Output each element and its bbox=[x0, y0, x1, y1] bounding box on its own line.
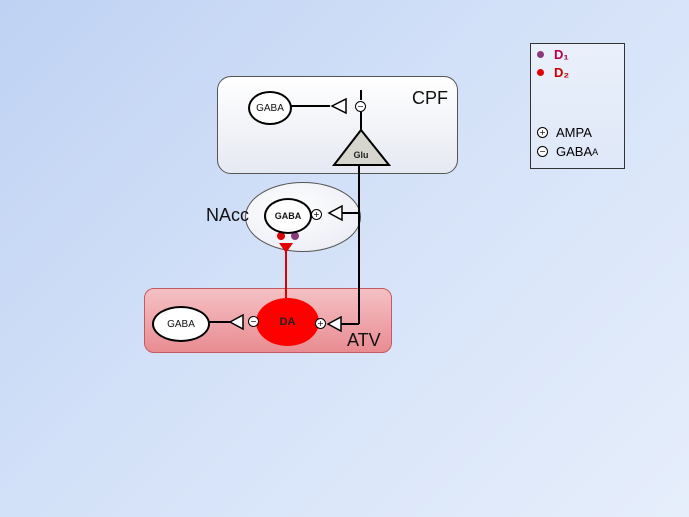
legend-d1: D₁ bbox=[537, 47, 569, 62]
cpf-gaba-cell: GABA bbox=[248, 91, 292, 125]
legend-ampa: + AMPA bbox=[537, 125, 592, 140]
cpf-gaba-terminal bbox=[330, 97, 347, 115]
legend-d2: D₂ bbox=[537, 65, 569, 80]
d1-receptor bbox=[291, 232, 299, 240]
nacc-gaba-cell: GABA bbox=[264, 198, 312, 234]
da-plus-sign: + bbox=[315, 318, 326, 329]
da-terminal bbox=[279, 243, 293, 253]
legend-ampa-label: AMPA bbox=[556, 125, 592, 140]
legend-gaba-a-subscript: A bbox=[592, 146, 599, 157]
nacc-label: NAcc bbox=[206, 205, 250, 225]
nacc-plus-sign: + bbox=[311, 209, 322, 220]
glu-neuron bbox=[331, 128, 392, 166]
atv-gaba-cell: GABA bbox=[152, 306, 210, 342]
cpf-region bbox=[217, 76, 458, 174]
d1-dot-icon bbox=[537, 51, 544, 58]
glu-label: Glu bbox=[353, 150, 369, 160]
da-minus-sign: − bbox=[248, 316, 259, 327]
da-cell: DA bbox=[256, 298, 319, 346]
legend-gaba-a-label: GABA bbox=[556, 144, 593, 159]
legend-d1-label: D₁ bbox=[554, 47, 569, 62]
glu-da-terminal bbox=[326, 315, 342, 333]
d2-dot-icon bbox=[537, 69, 544, 76]
atv-gaba-terminal bbox=[228, 313, 244, 331]
d2-receptor bbox=[277, 232, 285, 240]
legend-d2-label: D₂ bbox=[554, 65, 570, 80]
cpf-minus-sign: − bbox=[355, 101, 366, 112]
atv-label: ATV bbox=[347, 330, 381, 350]
plus-sign-icon: + bbox=[537, 127, 548, 138]
minus-sign-icon: − bbox=[537, 146, 548, 157]
glu-nacc-terminal bbox=[327, 204, 343, 222]
cpf-label: CPF bbox=[412, 88, 448, 108]
